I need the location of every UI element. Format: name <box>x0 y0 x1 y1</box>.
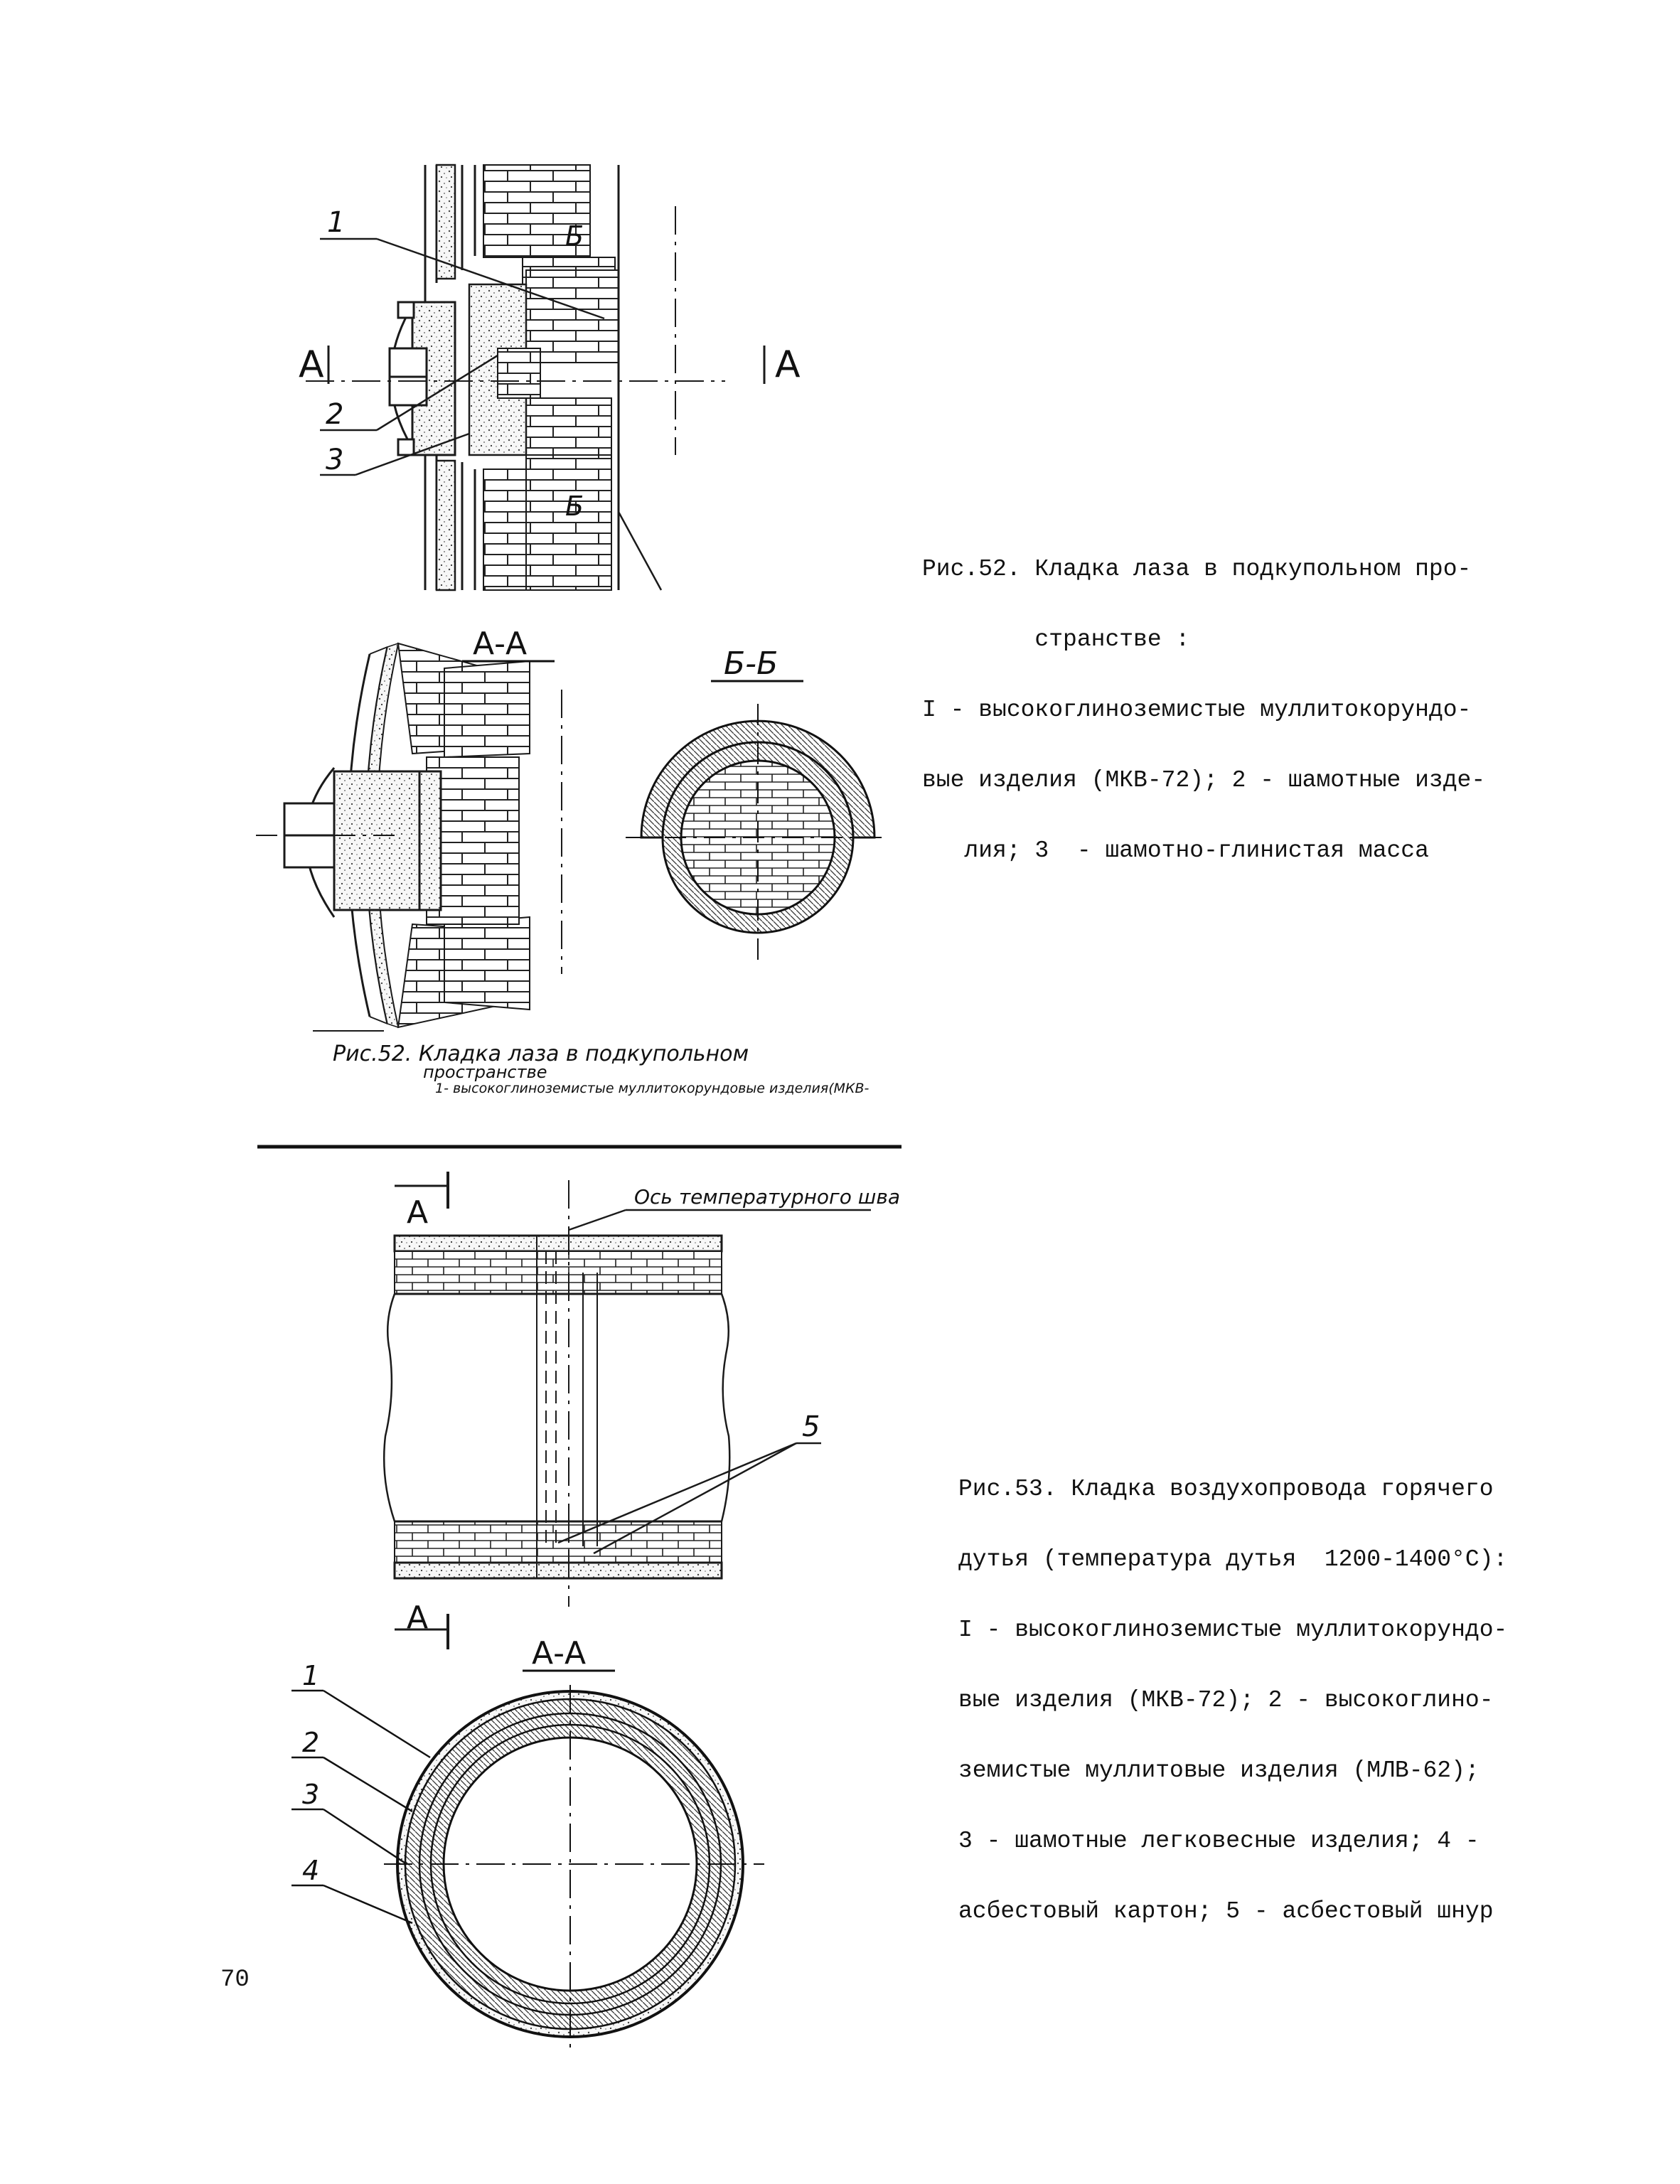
fig53-section-aa: А-А 1 2 3 4 <box>291 1635 764 2048</box>
fig53-caption: Рис.53. Кладка воздухопровода горячего д… <box>958 1430 1507 1947</box>
fig52-caption: Рис.52. Кладка лаза в подкупольном про- … <box>922 510 1485 886</box>
handwritten-line-3: 1- высокоглиноземистые муллитокорундовые… <box>435 1081 870 1096</box>
callout-2: 2 <box>326 398 343 431</box>
page-number: 70 <box>220 1966 250 1993</box>
fig53-caption-line: 3 - шамотные легковесные изделия; 4 - <box>958 1828 1480 1854</box>
callout-5: 5 <box>802 1410 820 1443</box>
fig53-section-title: А-А <box>532 1635 586 1671</box>
fig53-caption-line: земистые муллитовые изделия (МЛВ-62); <box>958 1757 1480 1784</box>
fig52-caption-line: I - высокоглиноземистые муллитокорундо- <box>922 697 1472 723</box>
fig52-section-bb: Б-Б <box>626 646 889 967</box>
section-marker-top: А <box>407 1194 428 1231</box>
handwritten-line-2: пространстве <box>423 1062 547 1082</box>
axis-label: Ось температурного шва <box>634 1185 900 1209</box>
fig52-caption-line: вые изделия (МКВ-72); 2 - шамотные изде- <box>922 767 1486 793</box>
fig53-longitudinal-labels: Ось температурного шва 5 А А <box>407 1185 900 1636</box>
fig52-caption-line: странстве : <box>922 626 1190 653</box>
section-marker-bottom: А <box>407 1600 428 1636</box>
fig52-elevation-labels: 1 2 3 А А Б Б <box>299 206 801 522</box>
fig53-callout-4: 4 <box>302 1855 319 1886</box>
fig52-elevation <box>306 164 766 592</box>
callout-1: 1 <box>327 206 345 239</box>
fig53-callout-2: 2 <box>302 1727 319 1758</box>
fig52-section-aa <box>256 642 562 1032</box>
fig53-caption-line: асбестовый картон; 5 - асбестовый шнур <box>958 1898 1494 1925</box>
fig53-caption-line: I - высокоглиноземистые муллитокорундо- <box>958 1617 1508 1643</box>
fig52-handwritten-caption: Рис.52. Кладка лаза в подкупольном прост… <box>333 1042 870 1096</box>
section-aa-title: А-А <box>473 626 527 662</box>
fig53-longitudinal <box>382 1172 871 1649</box>
fig53-caption-line: Рис.53. Кладка воздухопровода горячего <box>958 1476 1494 1502</box>
fig53-callout-1: 1 <box>302 1660 319 1691</box>
fig52-section-aa-title: А-А <box>462 626 555 663</box>
section-marker-left: А <box>299 343 324 386</box>
section-bb-title: Б-Б <box>724 646 778 682</box>
fig52-caption-line: Рис.52. Кладка лаза в подкупольном про- <box>922 556 1472 582</box>
bb-marker-top: Б <box>565 220 584 252</box>
fig53-callout-3: 3 <box>302 1779 319 1810</box>
callout-3: 3 <box>326 444 343 476</box>
fig53-caption-line: дутья (температура дутья 1200-1400°С): <box>958 1546 1508 1573</box>
fig52-caption-line: лия; 3 - шамотно-глинистая масса <box>922 837 1429 864</box>
fig53-caption-line: вые изделия (МКВ-72); 2 - высокоглино- <box>958 1687 1494 1713</box>
handwritten-line-1: Рис.52. Кладка лаза в подкупольном <box>333 1042 749 1066</box>
bb-marker-bottom: Б <box>565 491 584 522</box>
section-marker-right: А <box>775 343 801 386</box>
